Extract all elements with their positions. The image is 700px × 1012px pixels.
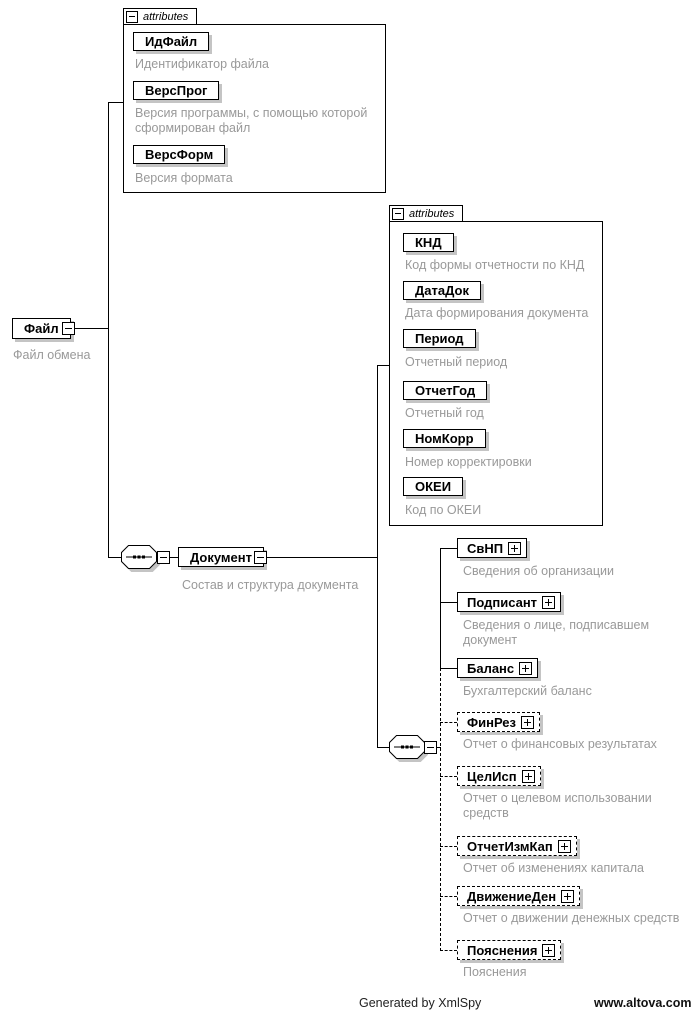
altova-link[interactable]: www.altova.com [594,996,692,1010]
sequence-icon[interactable] [121,545,162,574]
connector [377,747,389,748]
file-attributes-panel [123,24,386,193]
collapse-icon[interactable] [157,551,170,564]
attribute-period[interactable]: Период [403,329,476,348]
annotation: Идентификатор файла [135,57,269,71]
connector [170,557,178,558]
element-label: Пояснения [467,942,538,958]
annotation: Бухгалтерский баланс [463,684,592,698]
collapse-icon[interactable] [392,207,404,220]
element-label: СвНП [467,540,504,556]
expand-icon[interactable] [557,839,571,853]
attributes-tab: attributes [123,8,197,24]
collapse-icon[interactable] [126,10,138,23]
connector [440,548,457,549]
element-finrez[interactable]: ФинРез [457,712,540,732]
annotation: Номер корректировки [405,455,532,469]
connector [440,846,457,847]
expand-icon[interactable] [508,541,522,555]
collapse-icon[interactable] [254,551,267,564]
attribute-versprog[interactable]: ВерсПрог [133,81,220,100]
connector [440,548,441,668]
attributes-tab-label: attributes [409,207,455,220]
element-label: ДвижениеДен [467,888,557,904]
element-podpisant[interactable]: Подписант [457,592,562,612]
element-label: ФинРез [467,714,516,730]
attribute-idfile[interactable]: ИдФайл [133,32,210,51]
connector [440,896,457,897]
connector [108,102,109,558]
generated-by-label: Generated by XmlSpy [359,996,482,1010]
document-attributes-panel [389,221,603,526]
element-label: Баланс [467,660,515,676]
element-celisp[interactable]: ЦелИсп [457,766,541,786]
element-label: ОтчетИзмКап [467,838,553,854]
expand-icon[interactable] [542,595,556,609]
attribute-nomkorr[interactable]: НомКорр [403,429,486,448]
attribute-datadok[interactable]: ДатаДок [403,281,481,300]
annotation: Пояснения [463,965,527,979]
annotation: Версия формата [135,171,233,185]
connector [440,668,441,951]
expand-icon[interactable] [542,943,556,957]
attributes-tab: attributes [389,205,463,221]
element-document[interactable]: Документ [178,547,264,567]
connector [440,602,457,603]
connector [377,365,378,748]
connector [267,557,377,558]
connector [108,102,123,103]
annotation: Отчет о целевом использовании средств [463,791,652,820]
annotation: Дата формирования документа [405,306,589,320]
annotation: Версия программы, с помощью которой сфор… [135,106,368,135]
element-label: ЦелИсп [467,768,517,784]
connector [377,365,389,366]
element-poyasneniya[interactable]: Пояснения [457,940,562,960]
annotation: Код по ОКЕИ [405,503,482,517]
element-svnp[interactable]: СвНП [457,538,528,558]
element-label: Подписант [467,594,538,610]
element-otchetizmkap[interactable]: ОтчетИзмКап [457,836,577,856]
element-file[interactable]: Файл [12,318,71,339]
annotation: Файл обмена [13,348,91,362]
connector [440,722,457,723]
connector [440,776,457,777]
connector [440,950,457,951]
attribute-knd[interactable]: КНД [403,233,454,252]
annotation: Сведения о лице, подписавшем документ [463,618,650,647]
annotation: Отчетный год [405,406,484,420]
connector [108,557,122,558]
attribute-okei[interactable]: ОКЕИ [403,477,464,496]
annotation: Сведения об организации [463,564,614,578]
attribute-versform[interactable]: ВерсФорм [133,145,226,164]
annotation: Отчет о финансовых результатах [463,737,657,751]
connector [437,747,441,748]
annotation: Отчет об изменениях капитала [463,861,644,875]
connector [75,328,108,329]
annotation: Код формы отчетности по КНД [405,258,585,272]
collapse-icon[interactable] [62,322,75,335]
collapse-icon[interactable] [424,741,437,754]
attribute-otchetgod[interactable]: ОтчетГод [403,381,488,400]
annotation: Отчетный период [405,355,508,369]
expand-icon[interactable] [519,661,533,675]
annotation: Состав и структура документа [182,578,359,592]
annotation: Отчет о движении денежных средств [463,911,680,925]
connector [440,668,457,669]
element-dvizhenieden[interactable]: ДвижениеДен [457,886,581,906]
attributes-tab-label: attributes [143,10,189,23]
element-balans[interactable]: Баланс [457,658,539,678]
sequence-icon[interactable] [389,735,430,764]
expand-icon[interactable] [561,889,575,903]
expand-icon[interactable] [520,715,534,729]
expand-icon[interactable] [521,769,535,783]
